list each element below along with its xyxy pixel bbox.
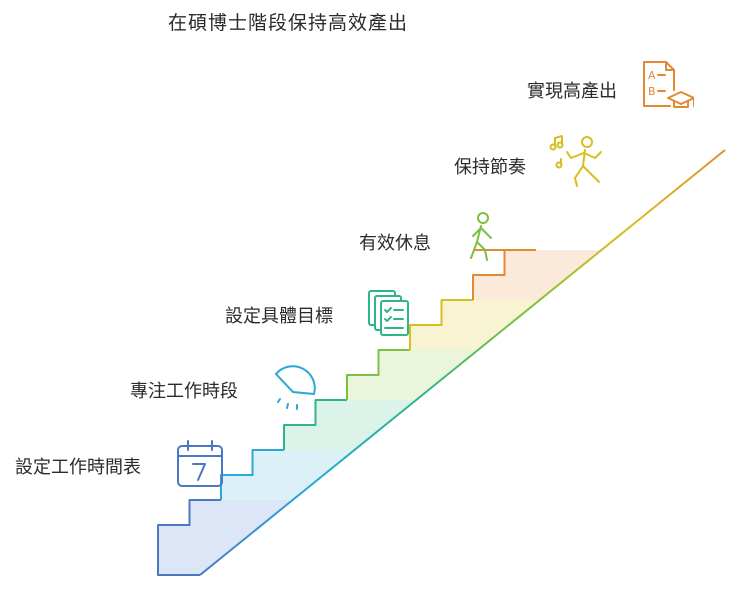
svg-text:A: A bbox=[648, 69, 656, 82]
staircase-segment-outline bbox=[157, 499, 221, 576]
staircase-segment-fill bbox=[284, 400, 417, 450]
checklist-icon bbox=[368, 290, 409, 336]
step-label-effective-rest: 有效休息 bbox=[359, 233, 431, 254]
walking-person-icon bbox=[470, 212, 492, 261]
staircase-segment-fill bbox=[158, 500, 293, 575]
svg-text:B: B bbox=[648, 85, 656, 98]
timer-icon bbox=[275, 365, 316, 410]
staircase-rail bbox=[199, 149, 726, 576]
staircase-segment-outline bbox=[409, 299, 473, 350]
staircase-segment-fill bbox=[221, 450, 355, 500]
staircase-segment-fill bbox=[347, 350, 478, 400]
dancing-person-icon bbox=[549, 135, 602, 187]
calendar-icon bbox=[177, 440, 223, 487]
step-label-set-goals: 設定具體目標 bbox=[225, 306, 333, 327]
staircase-segment-outline bbox=[346, 349, 410, 400]
staircase-segment-outline bbox=[283, 399, 347, 450]
diagram-title: 在碩博士階段保持高效產出 bbox=[167, 12, 408, 34]
graduation-test-icon: A B bbox=[643, 61, 694, 108]
step-label-focus-session: 專注工作時段 bbox=[130, 381, 238, 402]
step-label-keep-rhythm: 保持節奏 bbox=[454, 157, 526, 178]
step-label-schedule: 設定工作時間表 bbox=[15, 457, 141, 478]
step-label-high-output: 實現高產出 bbox=[527, 81, 617, 102]
